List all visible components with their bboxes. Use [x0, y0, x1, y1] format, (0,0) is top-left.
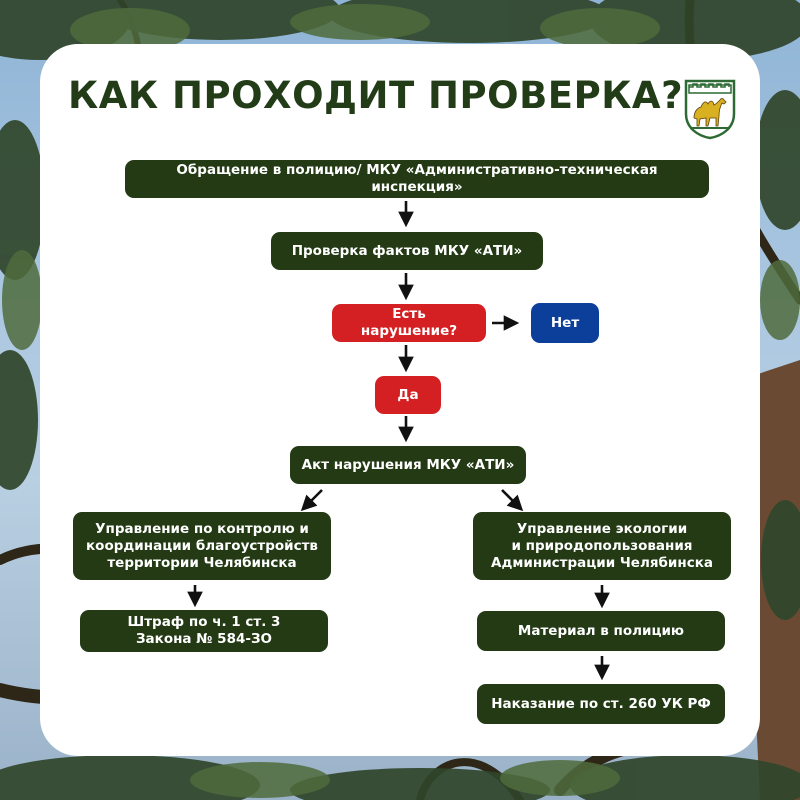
- step-fact-check: Проверка фактов МКУ «АТИ»: [271, 232, 543, 270]
- step-appeal-police: Обращение в полицию/ МКУ «Административн…: [125, 160, 709, 198]
- right-department-line-3: Администрации Челябинска: [491, 554, 713, 571]
- left-fine-line-1: Штраф по ч. 1 ст. 3: [127, 614, 281, 630]
- left-department-line-1: Управление по контролю и: [95, 520, 309, 537]
- left-fine-result: Штраф по ч. 1 ст. 3 Закона № 584-ЗО: [80, 610, 328, 652]
- right-police-material: Материал в полицию: [477, 611, 725, 651]
- decision-violation-question: Есть нарушение?: [332, 304, 486, 342]
- arrow-act-to-left: [300, 489, 323, 512]
- arrow-act-to-right: [501, 489, 524, 512]
- infographic-card: КАК ПРОХОДИТ ПРОВЕРКА? Обращение в полиц…: [40, 44, 760, 756]
- chelyabinsk-emblem-icon: [682, 78, 738, 140]
- branch-no: Нет: [531, 303, 599, 343]
- right-department-line-2: и природопользования: [511, 537, 693, 554]
- right-department: Управление экологии и природопользования…: [473, 512, 731, 580]
- left-department-line-2: координации благоустройств: [86, 537, 318, 554]
- left-fine-line-2: Закона № 584-ЗО: [135, 631, 273, 647]
- left-department-line-3: территории Челябинска: [107, 554, 297, 571]
- right-criminal-penalty: Наказание по ст. 260 УК РФ: [477, 684, 725, 724]
- left-department: Управление по контролю и координации бла…: [73, 512, 331, 580]
- page-title: КАК ПРОХОДИТ ПРОВЕРКА?: [68, 74, 684, 117]
- step-violation-act: Акт нарушения МКУ «АТИ»: [290, 446, 526, 484]
- branch-yes: Да: [375, 376, 441, 414]
- right-department-line-1: Управление экологии: [516, 520, 688, 537]
